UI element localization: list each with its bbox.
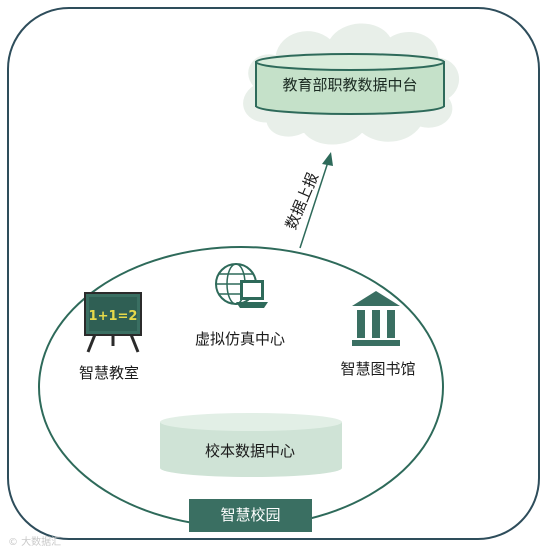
- watermark: © 大数据汇: [8, 537, 62, 548]
- library-label: 智慧图书馆: [340, 360, 416, 378]
- globe-laptop-icon: [215, 263, 268, 308]
- cloud-shape: [243, 23, 459, 145]
- platform-label: 教育部职教数据中台: [282, 76, 418, 94]
- sim-center-label: 虚拟仿真中心: [194, 330, 285, 348]
- platform-database-icon: [255, 53, 445, 115]
- outer-frame: [7, 7, 540, 540]
- blackboard-text: 1+1=2: [89, 309, 138, 324]
- school-database-icon: [160, 413, 342, 477]
- school-data-label: 校本数据中心: [204, 442, 295, 460]
- campus-badge: 智慧校园: [189, 499, 312, 532]
- library-building-icon: [352, 291, 400, 346]
- classroom-label: 智慧教室: [78, 364, 139, 382]
- blackboard-icon: 1+1=2: [84, 292, 142, 353]
- upload-arrow: [299, 152, 333, 249]
